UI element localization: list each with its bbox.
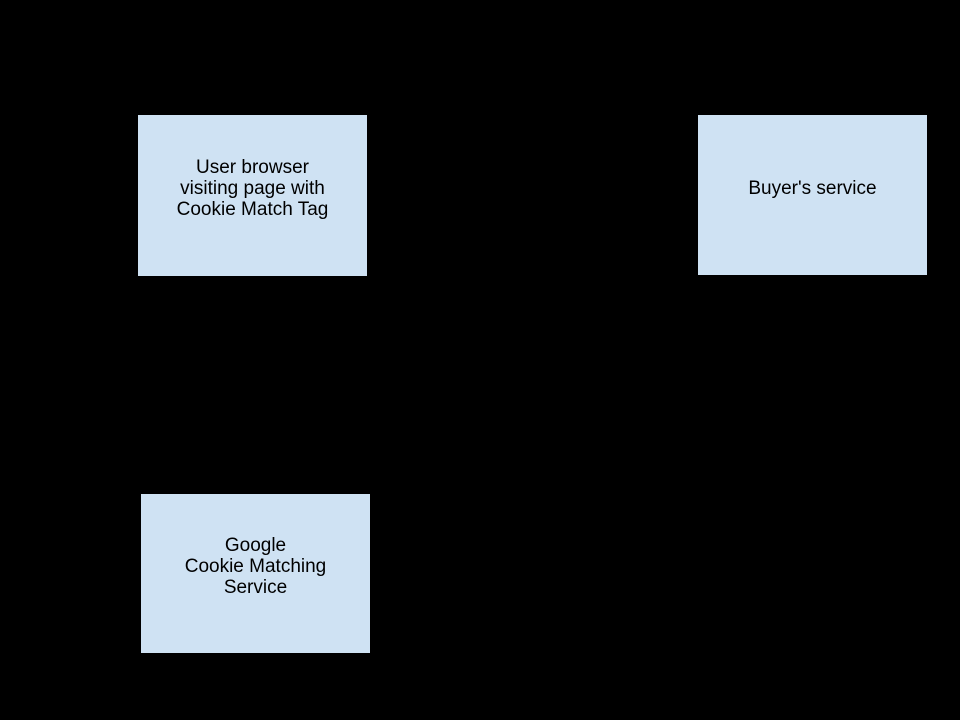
label-line: User browser — [196, 157, 309, 178]
label-line: Cookie Matching — [184, 556, 327, 577]
label-line: visiting page with — [180, 178, 325, 199]
label-line: Cookie Match Tag — [176, 199, 329, 220]
node-user-browser-label: User browser visiting page with Cookie M… — [177, 157, 329, 220]
node-google-cookie-matching-service: Google Cookie Matching Service — [140, 493, 371, 654]
label-line: Buyer's service — [748, 177, 877, 199]
label-line: Google — [224, 535, 287, 556]
label-line: Service — [223, 577, 288, 598]
node-buyers-service: Buyer's service — [697, 114, 928, 276]
node-buyers-service-label: Buyer's service — [748, 178, 876, 199]
node-user-browser: User browser visiting page with Cookie M… — [137, 114, 368, 277]
node-google-cookie-matching-service-label: Google Cookie Matching Service — [185, 535, 327, 598]
